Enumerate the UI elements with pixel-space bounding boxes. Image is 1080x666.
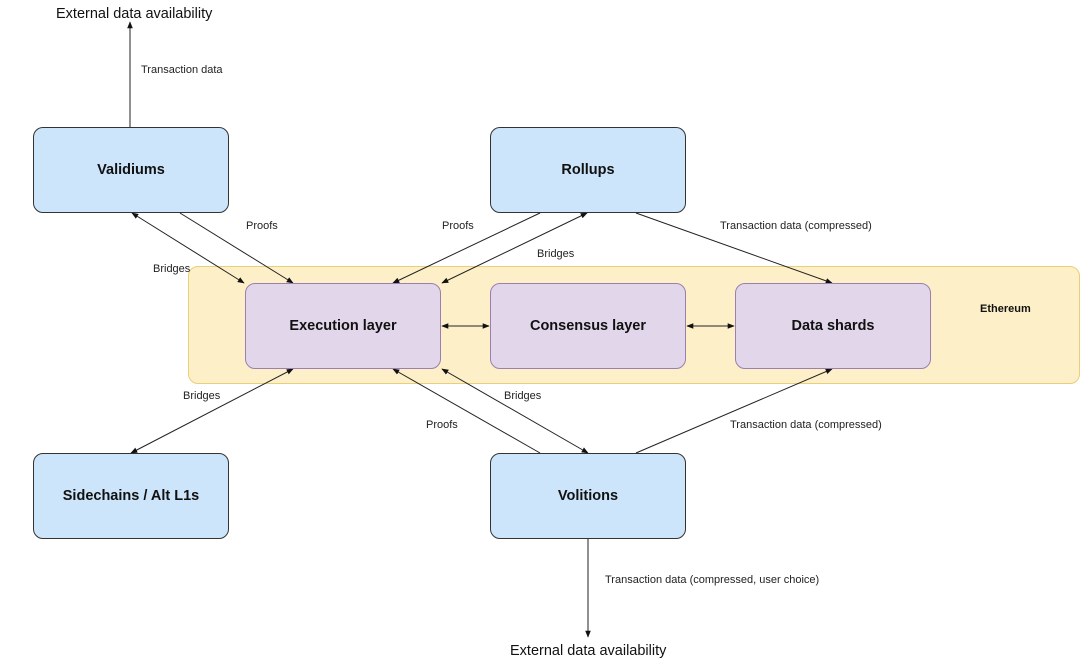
node-data-shards: Data shards — [735, 283, 931, 369]
edge-validium-proofs — [179, 212, 294, 284]
label-validium-proofs: Proofs — [246, 220, 278, 232]
label-rollup-tx: Transaction data (compressed) — [720, 220, 872, 232]
node-execution-layer: Execution layer — [245, 283, 441, 369]
label-rollup-bridges: Bridges — [537, 248, 575, 260]
label-validium-tx: Transaction data — [141, 64, 223, 76]
edge-volition-proofs — [392, 368, 541, 454]
external-da-bottom: External data availability — [510, 643, 667, 659]
label-volition-ext-tx: Transaction data (compressed, user choic… — [605, 574, 820, 586]
node-rollups: Rollups — [490, 127, 686, 213]
node-consensus-layer: Consensus layer — [490, 283, 686, 369]
external-da-top: External data availability — [56, 6, 213, 22]
label-rollup-proofs: Proofs — [442, 220, 474, 232]
label-sidechain-bridges: Bridges — [183, 390, 221, 402]
label-volition-proofs: Proofs — [426, 419, 458, 431]
node-validiums: Validiums — [33, 127, 229, 213]
node-sidechains: Sidechains / Alt L1s — [33, 453, 229, 539]
edge-rollup-shards — [635, 212, 833, 284]
edge-volition-bridges — [441, 368, 589, 454]
node-volitions: Volitions — [490, 453, 686, 539]
label-volition-tx: Transaction data (compressed) — [730, 419, 882, 431]
edge-rollup-bridges — [441, 212, 588, 284]
edge-volition-shards — [635, 368, 833, 454]
edge-validium-bridges — [131, 212, 245, 284]
ethereum-group-label: Ethereum — [980, 303, 1031, 315]
edge-sidechain-bridges — [130, 368, 294, 454]
label-validium-bridges: Bridges — [153, 263, 191, 275]
label-volition-bridges: Bridges — [504, 390, 542, 402]
